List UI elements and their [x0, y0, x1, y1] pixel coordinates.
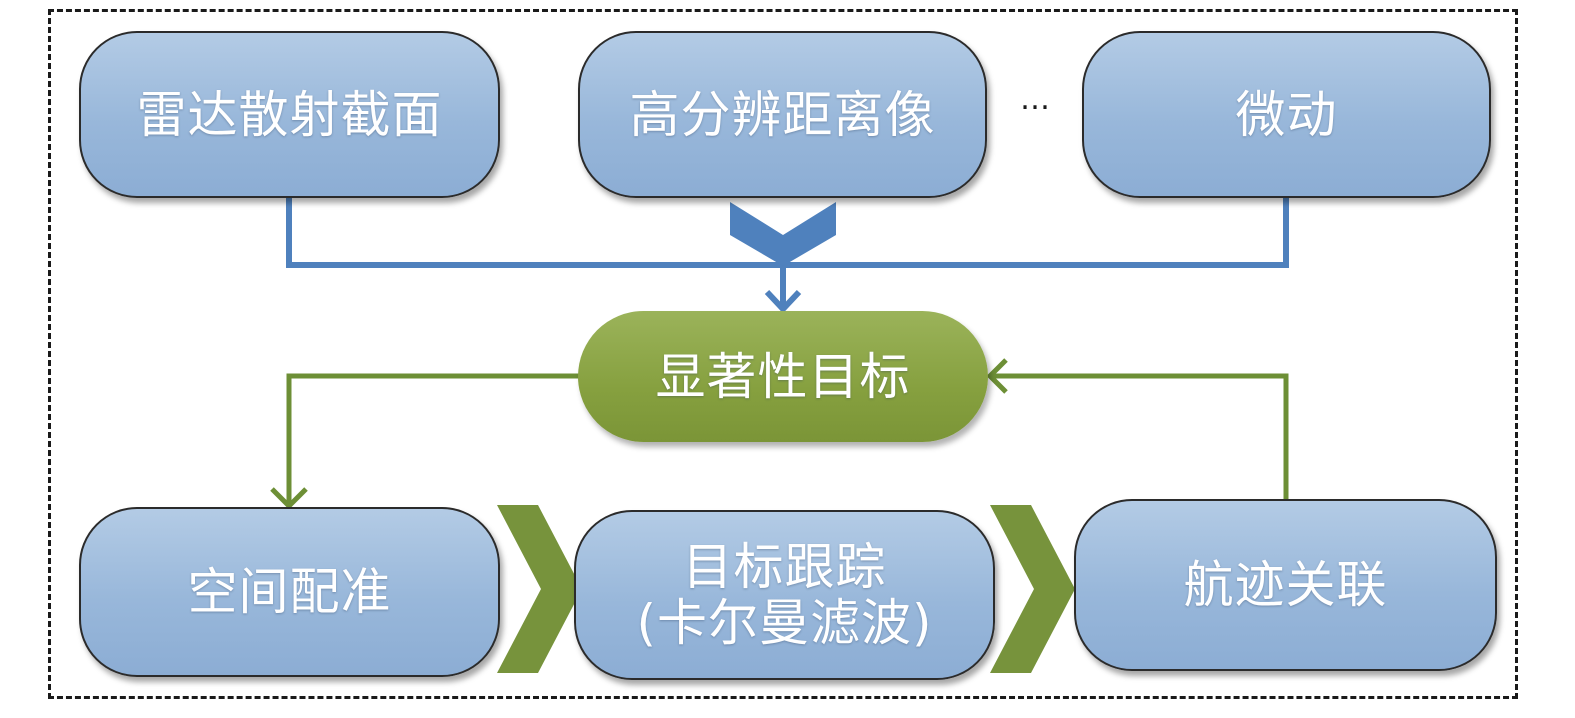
node-track-association: 航迹关联	[1074, 499, 1497, 671]
node-track-association-label: 航迹关联	[1183, 556, 1388, 614]
node-micro-motion-label: 微动	[1235, 85, 1338, 144]
diagram-frame	[48, 9, 1518, 699]
node-spatial-registration: 空间配准	[79, 507, 500, 677]
node-high-resolution-range-profile-label: 高分辨距离像	[629, 85, 936, 144]
node-target-tracking-label-line1: 目标跟踪	[682, 538, 887, 596]
node-high-resolution-range-profile: 高分辨距离像	[578, 31, 987, 198]
node-spatial-registration-label: 空间配准	[187, 563, 392, 621]
node-target-tracking-label-line2: (卡尔曼滤波)	[636, 594, 933, 652]
node-salient-target: 显著性目标	[578, 311, 988, 442]
node-micro-motion: 微动	[1082, 31, 1491, 198]
node-radar-cross-section-label: 雷达散射截面	[136, 85, 443, 144]
ellipsis-text: …	[1020, 82, 1050, 117]
node-salient-target-label: 显著性目标	[655, 347, 911, 406]
node-radar-cross-section: 雷达散射截面	[79, 31, 500, 198]
node-target-tracking: 目标跟踪 (卡尔曼滤波)	[574, 510, 995, 680]
